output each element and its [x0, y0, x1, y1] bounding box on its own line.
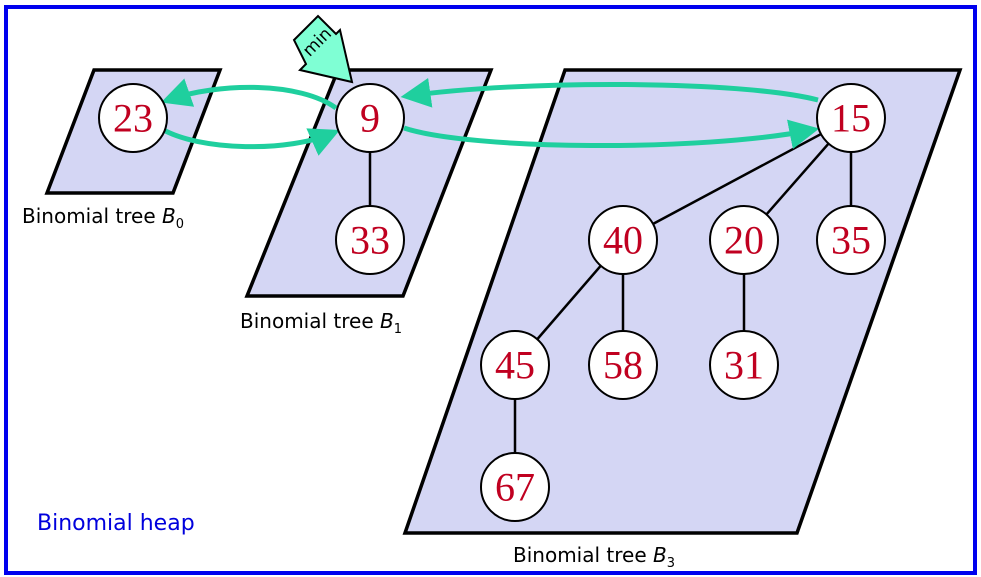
svg-text:58: 58 [603, 343, 643, 388]
svg-text:67: 67 [495, 465, 535, 510]
node-23: 23 [98, 83, 168, 153]
svg-text:31: 31 [724, 343, 764, 388]
svg-text:15: 15 [831, 96, 871, 141]
link-9-to-23 [160, 78, 338, 111]
tree-b3-panel [402, 68, 963, 535]
node-33: 33 [335, 205, 405, 275]
svg-text:20: 20 [724, 218, 764, 263]
node-40: 40 [588, 205, 658, 275]
heap-label: Binomial heap [37, 511, 195, 536]
link-23-to-9 [158, 125, 340, 156]
svg-text:23: 23 [113, 96, 153, 141]
tree-b3-label: Binomial tree B3 [513, 543, 675, 571]
node-67: 67 [480, 452, 550, 522]
link-9-to-15 [403, 119, 820, 150]
svg-text:40: 40 [603, 218, 643, 263]
node-9: 9 [335, 83, 405, 153]
tree-b1-label: Binomial tree B1 [240, 309, 402, 337]
svg-text:33: 33 [350, 218, 390, 263]
tree-b0-label: Binomial tree B0 [22, 204, 184, 232]
node-35: 35 [816, 205, 886, 275]
svg-text:45: 45 [495, 343, 535, 388]
node-15: 15 [816, 83, 886, 153]
svg-text:35: 35 [831, 218, 871, 263]
node-31: 31 [709, 330, 779, 400]
diagram-frame [4, 5, 977, 575]
svg-text:9: 9 [360, 96, 380, 141]
min-pointer-arrow: min [292, 14, 354, 84]
node-45: 45 [480, 330, 550, 400]
node-20: 20 [709, 205, 779, 275]
node-58: 58 [588, 330, 658, 400]
link-15-to-9 [400, 77, 819, 108]
